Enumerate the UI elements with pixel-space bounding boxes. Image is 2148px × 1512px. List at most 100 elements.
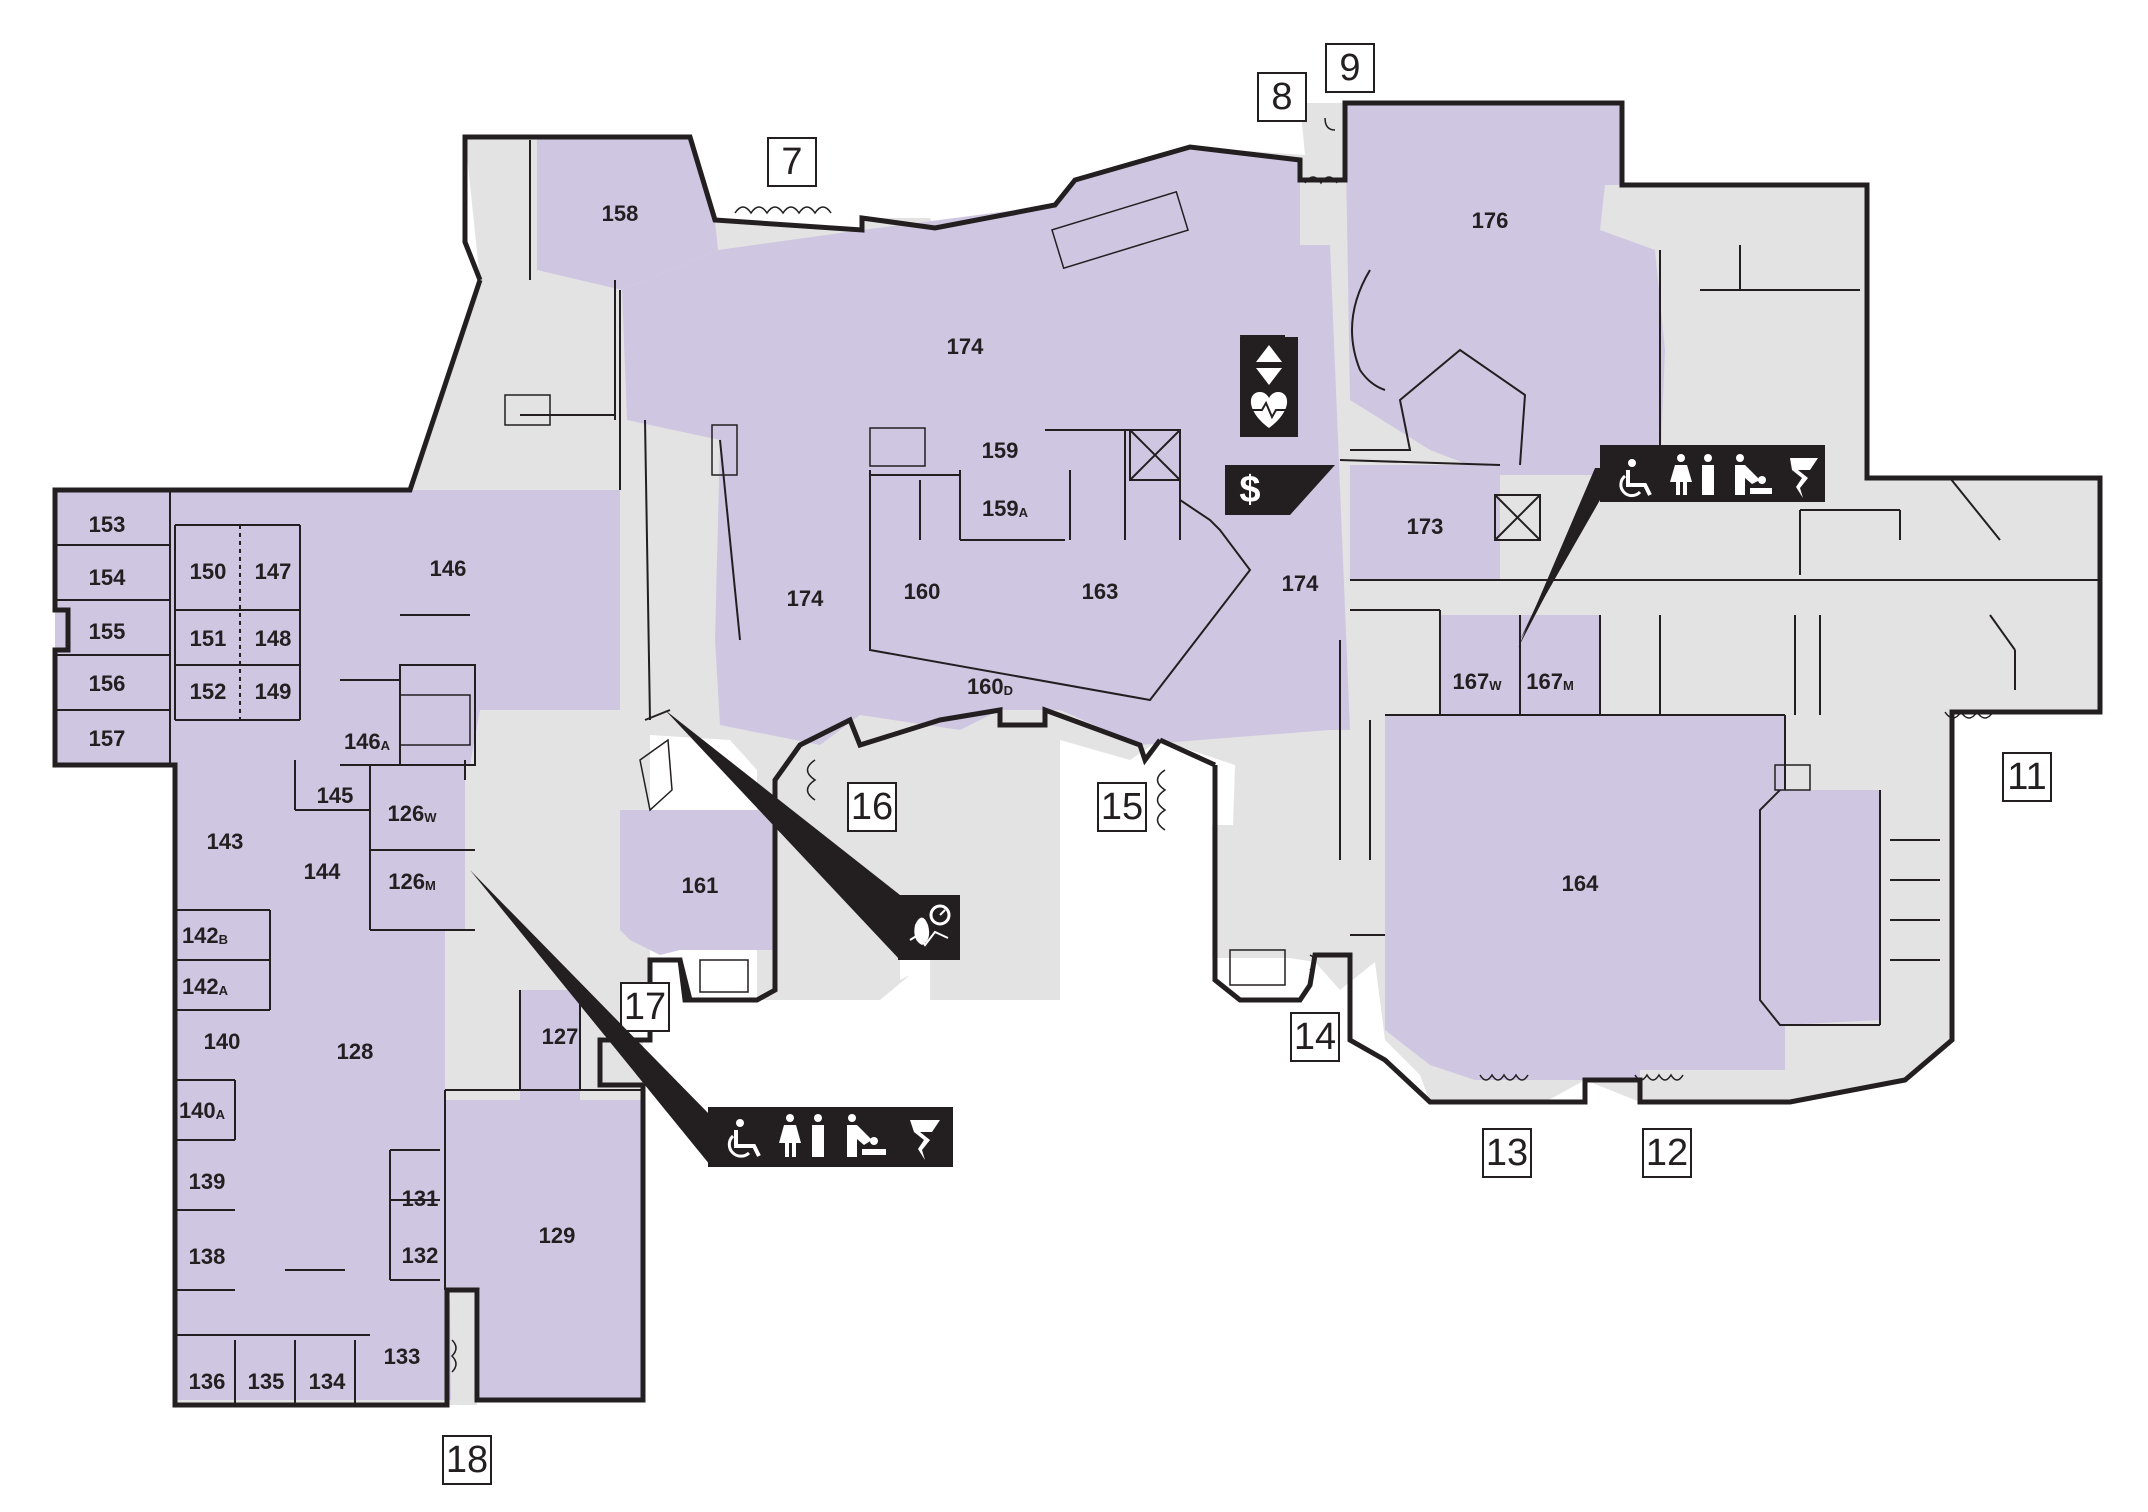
room-east-area (1780, 790, 1880, 1025)
room-label-129[interactable]: 129 (539, 1223, 576, 1248)
entrance-number: 8 (1271, 76, 1292, 118)
room-label-132[interactable]: 132 (402, 1243, 439, 1268)
entrance-7[interactable]: 7 (767, 137, 817, 187)
entrance-12[interactable]: 12 (1642, 1128, 1692, 1178)
entrance-number: 7 (781, 141, 802, 183)
entrance-14[interactable]: 14 (1290, 1012, 1340, 1062)
room-subscript: A (219, 983, 229, 998)
room-label-147[interactable]: 147 (255, 559, 292, 584)
entrance-13[interactable]: 13 (1482, 1128, 1532, 1178)
room-label-174a[interactable]: 174 (947, 334, 984, 359)
callout-elevator-aed[interactable] (1240, 335, 1298, 437)
entrance-box (1097, 782, 1147, 832)
callout-water-fountain[interactable] (665, 710, 960, 960)
room-label-150[interactable]: 150 (190, 559, 227, 584)
room-label-149[interactable]: 149 (255, 679, 292, 704)
aed-heart-icon (1250, 392, 1288, 428)
room-163-area (870, 430, 1260, 700)
room-label-136[interactable]: 136 (189, 1369, 226, 1394)
room-label-135[interactable]: 135 (248, 1369, 285, 1394)
entrance-box (1642, 1128, 1692, 1178)
room-label-164[interactable]: 164 (1562, 871, 1599, 896)
room-label-133[interactable]: 133 (384, 1344, 421, 1369)
room-161-area (620, 810, 775, 955)
room-label-139[interactable]: 139 (189, 1169, 226, 1194)
entrance-9[interactable]: 9 (1325, 43, 1375, 93)
room-label-134[interactable]: 134 (309, 1369, 346, 1394)
room-label-128[interactable]: 128 (337, 1039, 374, 1064)
entrance-18[interactable]: 18 (442, 1435, 492, 1485)
room-158-area (537, 137, 718, 290)
stairs-east (1774, 764, 1811, 791)
room-label-159[interactable]: 159 (982, 438, 1019, 463)
stairs-159 (869, 427, 926, 467)
room-subscript: W (424, 810, 437, 825)
stairs-146 (399, 694, 471, 746)
interior-walls (55, 140, 2100, 1405)
room-label-174c[interactable]: 174 (1282, 571, 1319, 596)
room-label-163[interactable]: 163 (1082, 579, 1119, 604)
entrance-box (1290, 1012, 1340, 1062)
room-label-176[interactable]: 176 (1472, 208, 1509, 233)
entrance-box (2002, 752, 2052, 802)
entrance-number: 9 (1339, 47, 1360, 89)
rooms-southwest-block (175, 760, 465, 1400)
room-label-156[interactable]: 156 (89, 671, 126, 696)
door-marks (450, 117, 1994, 1373)
room-173-area (1350, 465, 1500, 580)
water-bottle-filler-icon (909, 904, 951, 947)
callout-restrooms-west[interactable] (470, 870, 953, 1167)
room-label-146[interactable]: 146 (430, 556, 467, 581)
restroom-icon (779, 1114, 824, 1157)
room-label-140[interactable]: 140 (204, 1029, 241, 1054)
callout-atm[interactable]: $ (1225, 465, 1335, 515)
wheelchair-icon (727, 1119, 761, 1158)
entrance-11[interactable]: 11 (2002, 752, 2052, 802)
dollar-icon: $ (1239, 469, 1260, 511)
room-label-173[interactable]: 173 (1407, 514, 1444, 539)
entrance-number: 15 (1101, 786, 1143, 828)
entrance-8[interactable]: 8 (1257, 72, 1307, 122)
entrance-box (1325, 43, 1375, 93)
room-subscript: B (219, 932, 228, 947)
entrance-box (442, 1435, 492, 1485)
room-label-174b[interactable]: 174 (787, 586, 824, 611)
room-label-143[interactable]: 143 (207, 829, 244, 854)
baby-changing-icon (847, 1114, 886, 1157)
room-label-152[interactable]: 152 (190, 679, 227, 704)
room-label-127[interactable]: 127 (542, 1024, 579, 1049)
room-label-142b[interactable]: 142B (182, 923, 228, 948)
room-label-151[interactable]: 151 (190, 626, 227, 651)
stairs-curved (639, 738, 673, 812)
room-subscript: A (381, 738, 391, 753)
room-label-157[interactable]: 157 (89, 726, 126, 751)
entrance-box (620, 982, 670, 1032)
entrance-box (767, 137, 817, 187)
entrance-number: 16 (851, 786, 893, 828)
entrance-17[interactable]: 17 (620, 982, 670, 1032)
elevator-icon (1256, 345, 1282, 385)
entrance-15[interactable]: 15 (1097, 782, 1147, 832)
room-label-145[interactable]: 145 (317, 783, 354, 808)
stairs-161 (699, 959, 749, 993)
room-label-158[interactable]: 158 (602, 201, 639, 226)
room-label-144[interactable]: 144 (304, 859, 341, 884)
room-subscript: M (425, 878, 436, 893)
callout-restrooms-east[interactable] (1518, 445, 1825, 648)
room-164-area (1385, 715, 1785, 1080)
room-label-155[interactable]: 155 (89, 619, 126, 644)
room-label-148[interactable]: 148 (255, 626, 292, 651)
room-label-161[interactable]: 161 (682, 873, 719, 898)
room-label-154[interactable]: 154 (89, 565, 126, 590)
entrance-16[interactable]: 16 (847, 782, 897, 832)
stairs-north (1051, 190, 1189, 270)
baby-changing-icon (1735, 454, 1772, 495)
room-subscript: A (1019, 505, 1029, 520)
room-label-138[interactable]: 138 (189, 1244, 226, 1269)
tornado-shelter-icon (1790, 458, 1818, 498)
tornado-shelter-icon (910, 1120, 940, 1160)
room-label-131[interactable]: 131 (402, 1186, 439, 1211)
room-label-160[interactable]: 160 (904, 579, 941, 604)
amenity-callouts: $ (470, 335, 1825, 1167)
room-label-153[interactable]: 153 (89, 512, 126, 537)
